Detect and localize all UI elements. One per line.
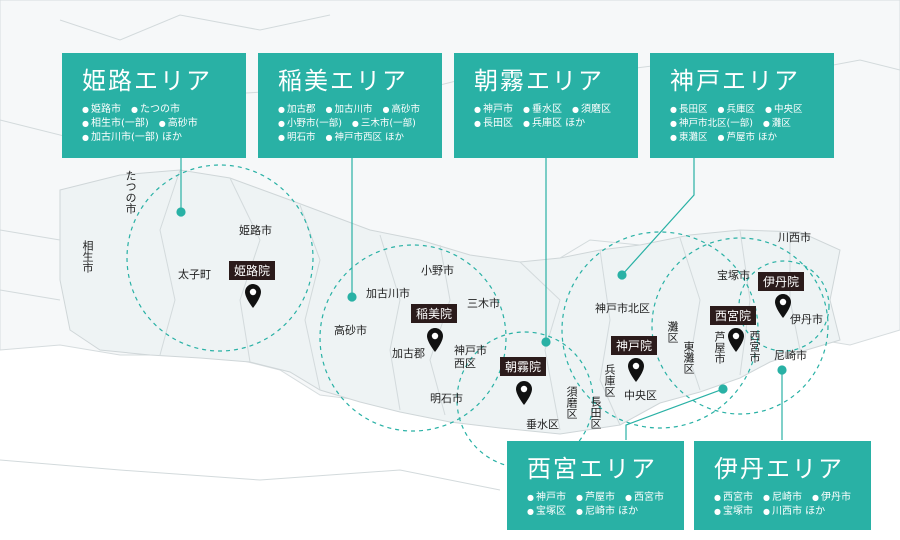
area-item: 宝塚市 [714,505,753,519]
area-title: 神戸エリア [670,67,800,95]
inami-area-card[interactable]: 稲美エリア 加古郡 加古川市 高砂市 小野市(一部) 三木市(一部) 明石市 神… [258,53,442,158]
area-item: 加古川市 [326,103,372,117]
clinic-badge-asagiri[interactable]: 朝霧院 [500,357,547,376]
area-item: 相生市(一部) [82,117,149,131]
place-label-kakogawa: 加古川市 [366,287,410,300]
place-label-himeji: 姫路市 [239,224,272,237]
place-label-tatsuno: たつの市 [124,170,137,214]
place-label-aioi: 相生市 [81,240,94,273]
place-label-higashinada: 東灘区 [682,341,695,374]
location-pin-icon[interactable] [516,381,532,405]
area-item: 宝塚区 [527,505,566,519]
himeji-area-circle [126,164,314,352]
place-label-chuo: 中央区 [624,389,657,402]
area-item: 神戸市西区 ほか [326,131,404,145]
area-item: 兵庫区 ほか [523,117,585,131]
place-label-ashiya: 芦屋市 [713,331,726,364]
area-item: 尼崎市 [763,491,802,505]
asagiri-area-card[interactable]: 朝霧エリア 神戸市 垂水区 須磨区 長田区 兵庫区 ほか [454,53,638,158]
place-label-tarumi: 垂水区 [526,418,559,431]
clinic-badge-himeji[interactable]: 姫路院 [229,261,276,280]
location-pin-icon[interactable] [728,328,744,352]
area-item: 加古郡 [278,103,316,117]
place-label-nishinomiya: 西宮市 [748,330,761,363]
location-pin-icon[interactable] [427,328,443,352]
clinic-badge-itami[interactable]: 伊丹院 [758,272,805,291]
place-label-miki: 三木市 [467,297,500,310]
place-label-amagasaki: 尼崎市 [774,349,807,362]
area-item: 伊丹市 [812,491,851,505]
place-label-ono: 小野市 [421,264,454,277]
area-item: 須磨区 [572,103,611,117]
area-title: 朝霧エリア [474,67,604,95]
area-item: 垂水区 [523,103,562,117]
area-item: たつの市 [131,103,180,117]
kobe-area-card[interactable]: 神戸エリア 長田区 兵庫区 中央区 神戸市北区(一部) 灘区 東灘区 芦屋市 ほ… [650,53,834,158]
area-title: 伊丹エリア [714,455,844,483]
place-label-kita: 神戸市北区 [595,302,650,315]
place-label-kawanishi: 川西市 [778,231,811,244]
area-item: 姫路市 [82,103,121,117]
area-title: 姫路エリア [82,67,212,95]
clinic-badge-inami[interactable]: 稲美院 [411,304,458,323]
area-title: 稲美エリア [278,67,408,95]
area-item: 芦屋市 [576,491,615,505]
place-label-nada: 灘区 [666,321,679,343]
area-item: 神戸市北区(一部) [670,117,753,131]
location-pin-icon[interactable] [245,284,261,308]
area-item: 芦屋市 ほか [718,131,777,145]
inami-area-circle [319,244,507,432]
location-pin-icon[interactable] [775,294,791,318]
area-item: 尼崎市 ほか [576,505,638,519]
area-item: 川西市 ほか [763,505,825,519]
area-item: 高砂市 [159,117,198,131]
area-item: 長田区 [670,103,708,117]
area-item: 明石市 [278,131,316,145]
kobe-area-circle [561,231,759,429]
area-item: 高砂市 [383,103,420,117]
itami-area-circle [738,260,830,352]
clinic-badge-kobe[interactable]: 神戸院 [611,336,658,355]
place-label-kakogun: 加古郡 [392,347,425,360]
clinic-badge-nishinomiya[interactable]: 西宮院 [710,306,757,325]
area-item: 長田区 [474,117,513,131]
place-label-kobe-nishi: 神戸市西区 [454,344,487,370]
place-label-itami: 伊丹市 [790,313,823,326]
place-label-takasago: 高砂市 [334,324,367,337]
nishinomiya-area-circle [651,237,829,415]
area-item: 加古川市(一部) ほか [82,131,182,145]
place-label-taishi: 太子町 [178,268,211,281]
area-item: 神戸市 [474,103,513,117]
area-item: 東灘区 [670,131,708,145]
nishinomiya-area-card[interactable]: 西宮エリア 神戸市 芦屋市 西宮市 宝塚区 尼崎市 ほか [507,441,684,530]
place-label-suma: 須磨区 [565,386,578,419]
itami-area-card[interactable]: 伊丹エリア 西宮市 尼崎市 伊丹市 宝塚市 川西市 ほか [694,441,871,530]
place-label-nagata: 長田区 [589,396,602,429]
area-item: 中央区 [765,103,803,117]
area-title: 西宮エリア [527,455,657,483]
himeji-area-card[interactable]: 姫路エリア 姫路市 たつの市 相生市(一部) 高砂市 加古川市(一部) ほか [62,53,246,158]
area-item: 西宮市 [625,491,664,505]
place-label-hyogo: 兵庫区 [603,364,616,397]
place-label-akashi: 明石市 [430,392,463,405]
location-pin-icon[interactable] [628,358,644,382]
area-item: 西宮市 [714,491,753,505]
land-main [59,169,841,435]
area-item: 兵庫区 [718,103,755,117]
area-item: 三木市(一部) [352,117,416,131]
area-item: 神戸市 [527,491,566,505]
place-label-takarazuka: 宝塚市 [717,269,750,282]
area-item: 灘区 [763,117,791,131]
area-item: 小野市(一部) [278,117,342,131]
